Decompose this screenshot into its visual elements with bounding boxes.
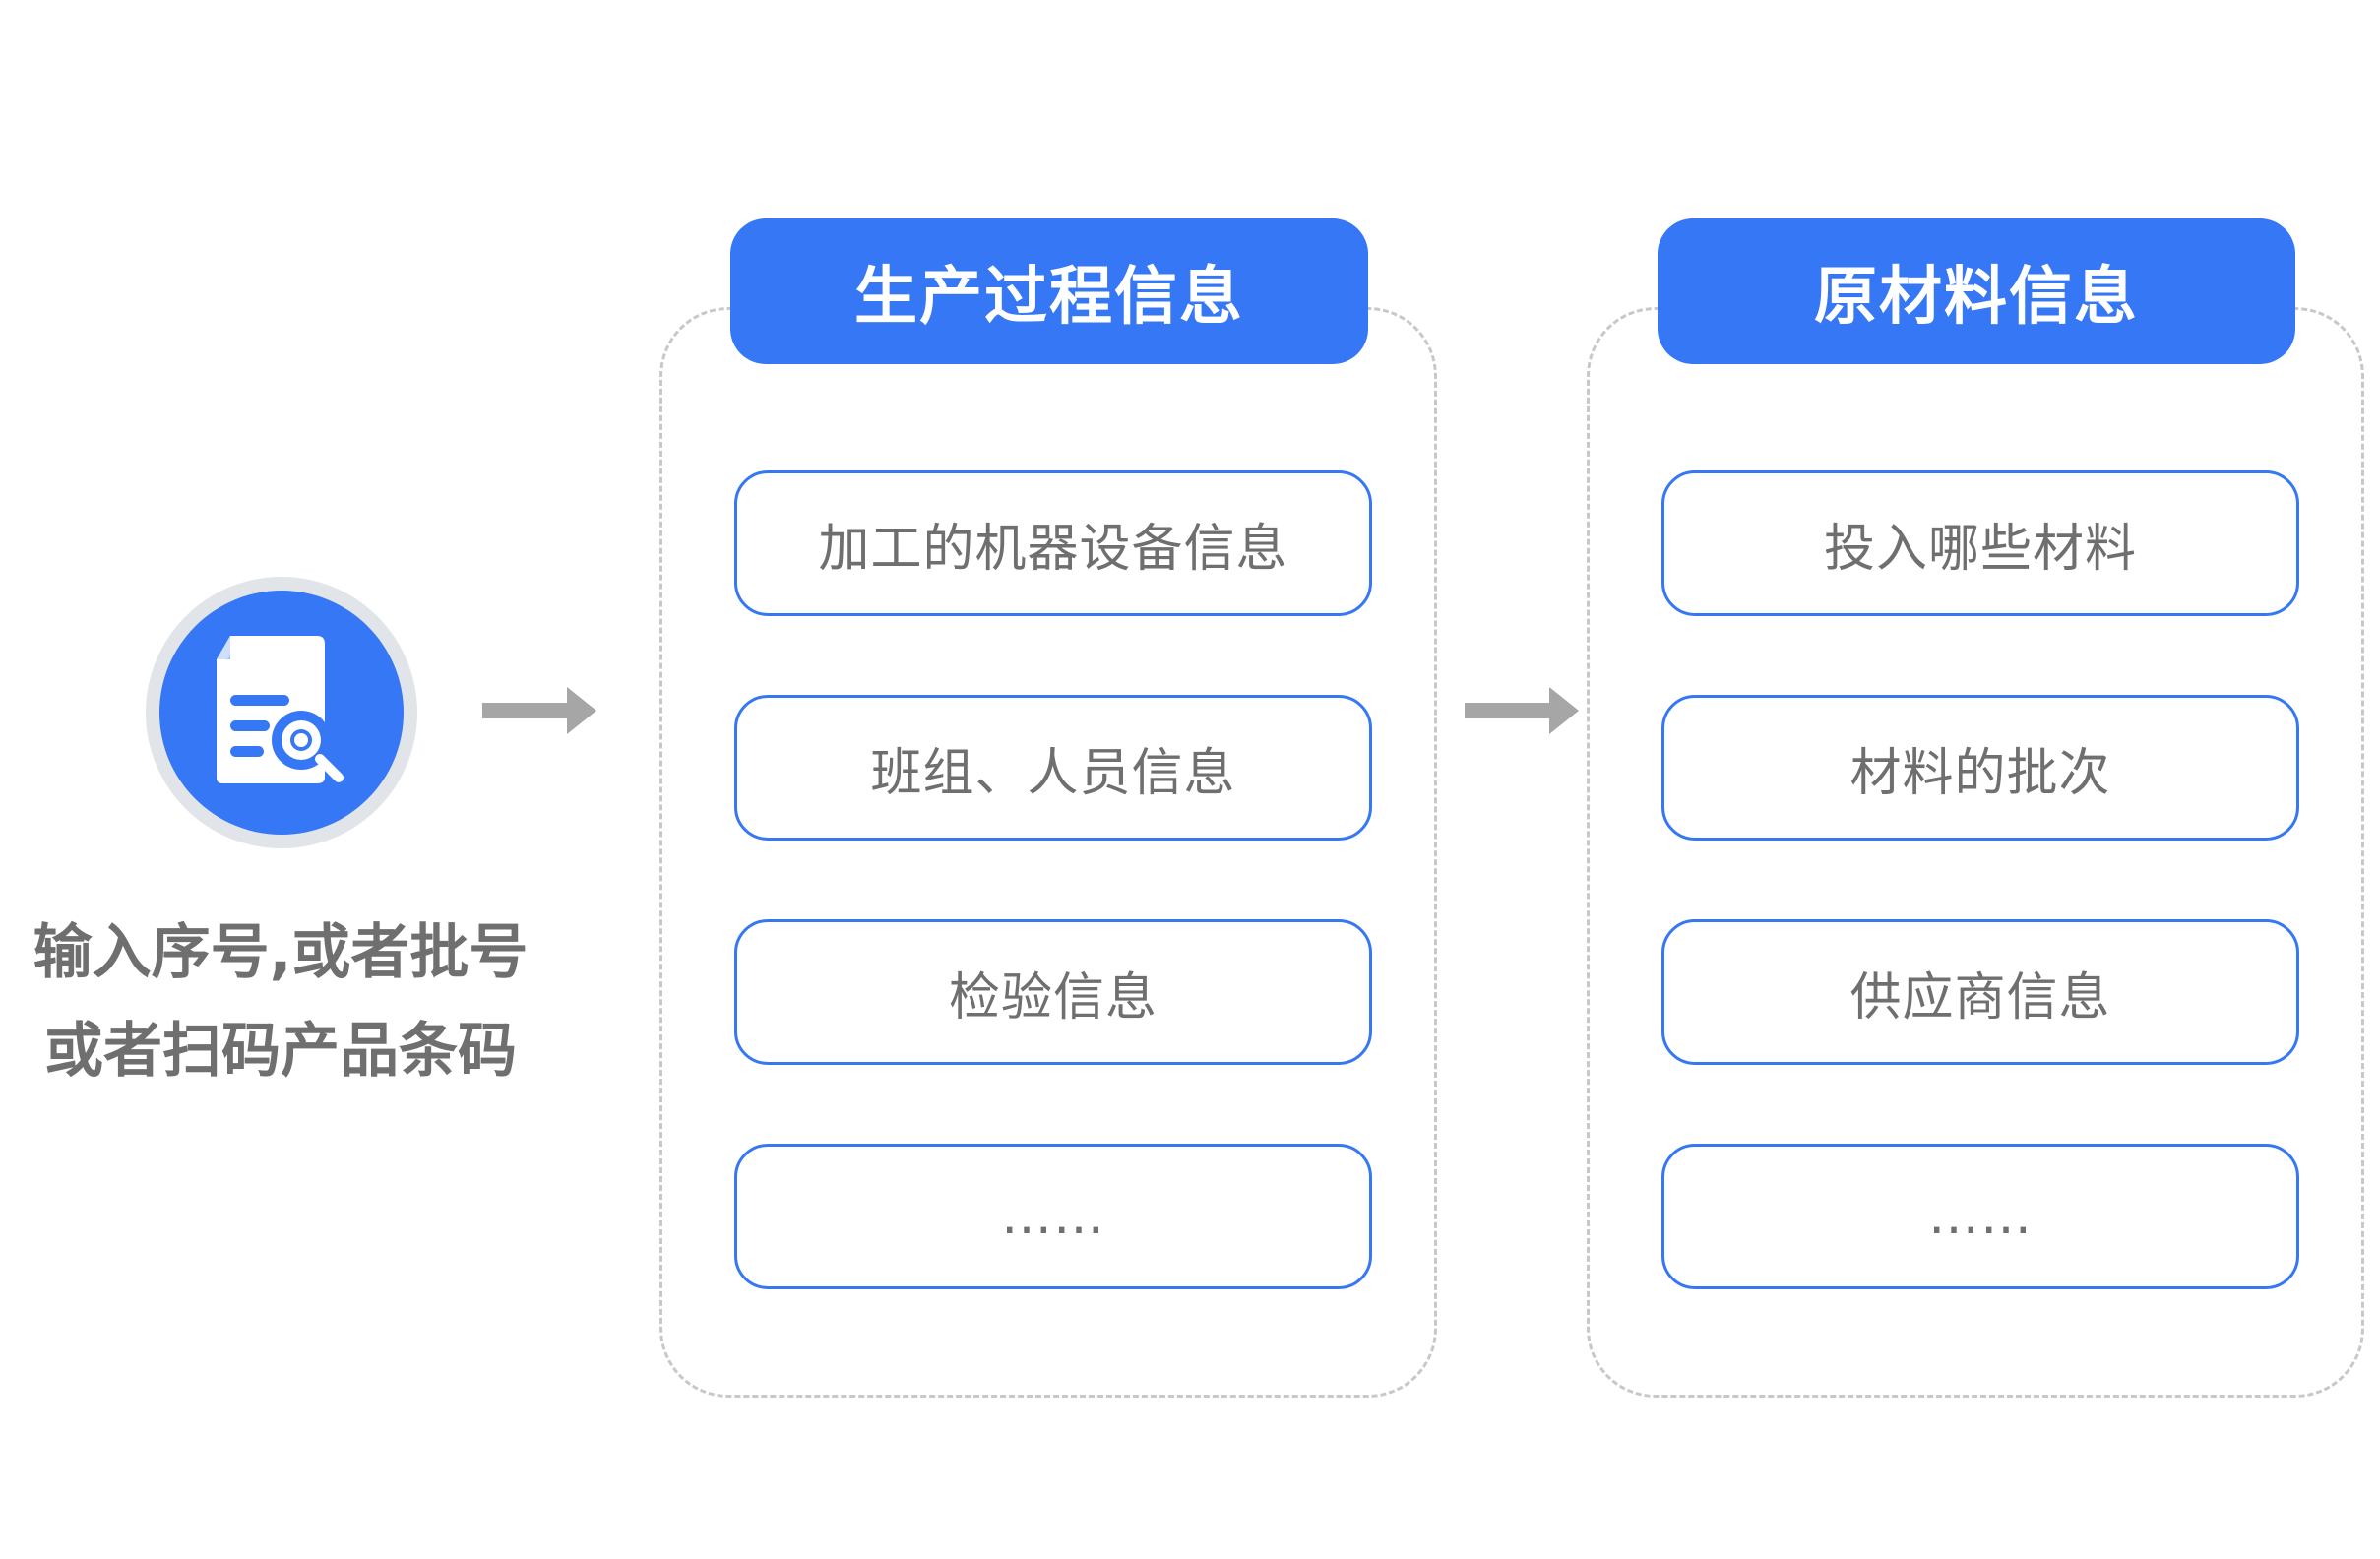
list-item-more: …… — [734, 1144, 1372, 1289]
start-caption-line1: 输入序号,或者批号 — [32, 918, 529, 987]
panel-header-raw-materials: 原材料信息 — [1658, 218, 2295, 364]
list-item: 班组、人员信息 — [734, 695, 1372, 841]
list-item: 检验信息 — [734, 919, 1372, 1065]
list-item: 材料的批次 — [1661, 695, 2299, 841]
start-caption: 输入序号,或者批号 或者扫码产品条码 — [0, 904, 561, 1100]
list-item-more: …… — [1661, 1144, 2299, 1289]
list-item: 加工的机器设备信息 — [734, 470, 1372, 616]
panel-header-production-process: 生产过程信息 — [730, 218, 1368, 364]
start-caption-line2: 或者扫码产品条码 — [44, 1017, 517, 1086]
arrow-right-icon — [1465, 687, 1579, 734]
document-search-icon — [217, 636, 344, 783]
list-item: 投入哪些材料 — [1661, 470, 2299, 616]
arrow-right-icon — [482, 687, 596, 734]
list-item: 供应商信息 — [1661, 919, 2299, 1065]
